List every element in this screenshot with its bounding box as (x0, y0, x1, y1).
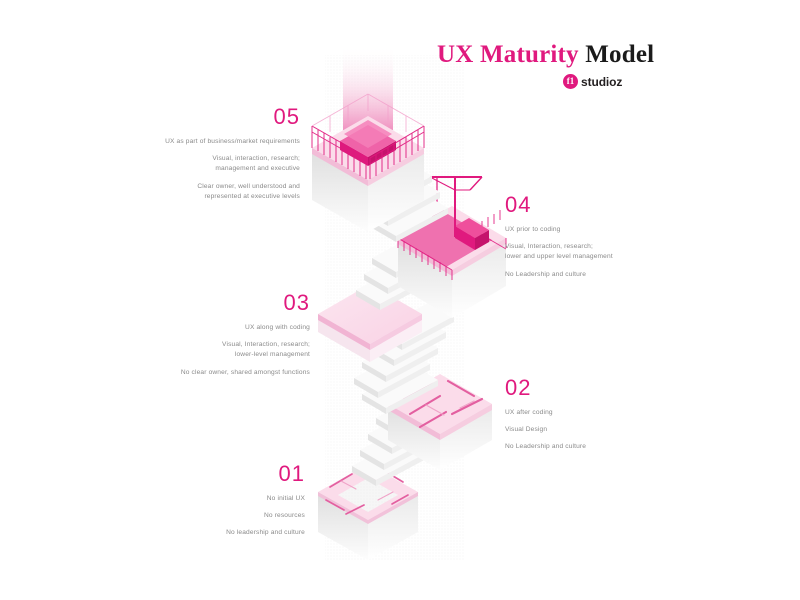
level-02-text-block: 02 UX after coding Visual Design No Lead… (505, 377, 695, 453)
level-05-podium (311, 93, 425, 232)
level-02-line-2: Visual Design (505, 426, 548, 434)
level-01-line-2: No resources (263, 512, 305, 520)
level-01-base-cube (318, 464, 418, 560)
level-04-platform (397, 176, 507, 318)
level-05-text-block: 05 UX as part of business/market require… (100, 106, 300, 202)
podium-railing-right (369, 125, 425, 179)
level-03-number: 03 (283, 290, 310, 315)
level-03-line-1: UX along with coding (245, 324, 310, 331)
level-05-line-2: Visual, interaction, research;management… (212, 155, 300, 173)
podium-railing (311, 125, 369, 179)
level-04-number: 04 (505, 192, 532, 217)
podium-railing-back (311, 93, 425, 132)
page-title: UX Maturity Model (437, 41, 654, 69)
level-03-text-block: 03 UX along with coding Visual, Interact… (110, 292, 310, 378)
level-01-line-1: No initial UX (266, 495, 305, 502)
level-03-line-3: No clear owner, shared amongst functions (180, 368, 310, 376)
level-04-text-block: 04 UX prior to coding Visual, Interactio… (505, 194, 695, 280)
level-04-line-3: No Leadership and culture (505, 270, 587, 278)
level-02-number: 02 (505, 375, 532, 400)
level-05-number: 05 (273, 104, 300, 129)
level-01-line-3: No leadership and culture (226, 529, 305, 537)
crane-crate (455, 218, 489, 250)
level-03-line-2: Visual, Interaction, research;lower-leve… (222, 341, 310, 359)
level-02-line-3: No Leadership and culture (505, 443, 587, 451)
logo-mark-icon: f1 (563, 74, 578, 89)
level-05-line-1: UX as part of business/market requiremen… (165, 138, 300, 145)
logo-name: studioz (581, 74, 623, 89)
platform-railing (397, 237, 453, 280)
light-beam (343, 45, 393, 130)
level-04-line-1: UX prior to coding (505, 226, 561, 233)
level-01-text-block: 01 No initial UX No resources No leaders… (120, 463, 305, 539)
level-02-line-1: UX after coding (505, 409, 553, 416)
page-title-primary: UX Maturity (437, 41, 579, 68)
page-title-secondary: Model (585, 41, 655, 68)
brand-logo: f1 studioz (563, 74, 622, 89)
level-04-line-2: Visual, Interaction, research;lower and … (505, 243, 613, 261)
crane (429, 176, 483, 237)
level-01-number: 01 (278, 461, 305, 486)
